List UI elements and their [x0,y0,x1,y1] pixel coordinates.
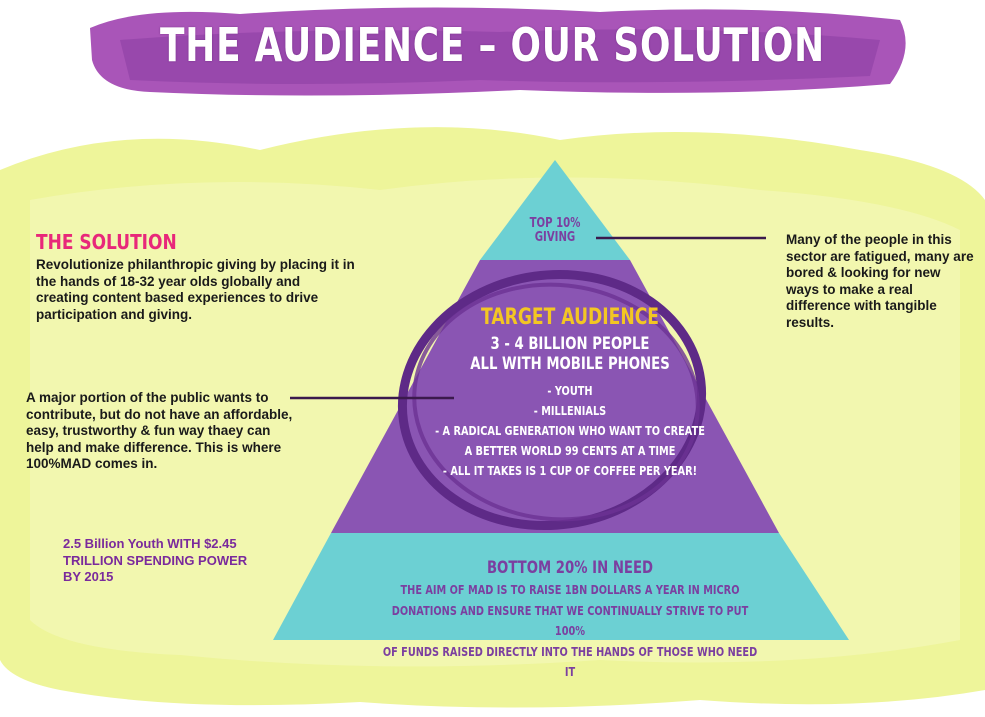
bottom-need-line: DONATIONS AND ENSURE THAT WE CONTINUALLY… [383,601,757,642]
bottom-need-text: THE AIM OF MAD IS TO RAISE 1BN DOLLARS A… [383,580,757,683]
youth-stat: 2.5 Billion Youth WITH $2.45 TRILLION SP… [63,536,263,586]
pyramid-top-line1: TOP 10% [489,217,622,231]
pyramid-top-line2: GIVING [489,231,622,245]
target-sub-line2: ALL WITH MOBILE PHONES [422,354,718,374]
target-audience-title: TARGET AUDIENCE [422,305,718,330]
target-sub-line1: 3 - 4 BILLION PEOPLE [422,334,718,354]
target-audience-list: - YOUTH - MILLENIALS - A RADICAL GENERAT… [406,381,734,481]
bottom-need-title: BOTTOM 20% IN NEED [422,558,718,578]
target-list-item: - A RADICAL GENERATION WHO WANT TO CREAT… [406,421,734,441]
solution-heading: THE SOLUTION [36,230,177,254]
fatigued-note: Many of the people in this sector are fa… [786,232,976,331]
pyramid-top-label: TOP 10% GIVING [489,217,622,245]
target-list-item: A BETTER WORLD 99 CENTS AT A TIME [406,441,734,461]
public-note: A major portion of the public wants to c… [26,390,296,473]
target-audience-sub: 3 - 4 BILLION PEOPLE ALL WITH MOBILE PHO… [422,334,718,374]
solution-text: Revolutionize philanthropic giving by pl… [36,257,356,323]
target-list-item: - MILLENIALS [406,401,734,421]
target-list-item: - ALL IT TAKES IS 1 CUP OF COFFEE PER YE… [406,461,734,481]
bottom-need-line: THE AIM OF MAD IS TO RAISE 1BN DOLLARS A… [383,580,757,601]
bottom-need-line: OF FUNDS RAISED DIRECTLY INTO THE HANDS … [383,642,757,683]
target-list-item: - YOUTH [406,381,734,401]
page-title: THE AUDIENCE – OUR SOLUTION [108,18,876,72]
